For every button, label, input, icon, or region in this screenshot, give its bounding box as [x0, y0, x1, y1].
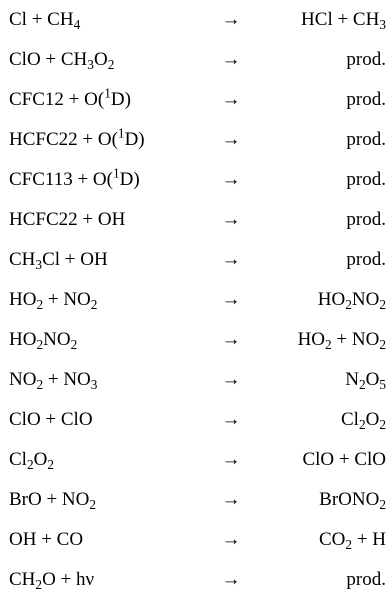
- reaction-arrow: →: [221, 249, 241, 270]
- products: prod.: [346, 89, 386, 110]
- reaction-arrow: →: [221, 569, 241, 590]
- reactants: CFC12 + O(1D): [9, 85, 131, 110]
- reaction-row: HCFC22 + O(1D) → prod.: [0, 120, 390, 160]
- reactants: CH3Cl + OH: [9, 249, 108, 272]
- products: N2O5: [345, 369, 386, 392]
- reactants: Cl + CH4: [9, 9, 81, 32]
- reaction-row: NO2 + NO3 → N2O5: [0, 360, 390, 400]
- products: Cl2O2: [341, 409, 386, 432]
- products: CO2 + H: [319, 529, 386, 552]
- reaction-arrow: →: [221, 449, 241, 470]
- reactants: HO2NO2: [9, 329, 78, 352]
- reaction-arrow: →: [221, 489, 241, 510]
- reaction-row: CH2O + hν → prod.: [0, 560, 390, 600]
- products: prod.: [346, 129, 386, 150]
- reaction-row: Cl2O2 → ClO + ClO: [0, 440, 390, 480]
- products: HO2 + NO2: [297, 329, 386, 352]
- reaction-row: BrO + NO2 → BrONO2: [0, 480, 390, 520]
- reactants: CFC113 + O(1D): [9, 165, 140, 190]
- products: HCl + CH3: [301, 9, 386, 32]
- reaction-arrow: →: [221, 169, 241, 190]
- reaction-arrow: →: [221, 329, 241, 350]
- reactants: Cl2O2: [9, 449, 54, 472]
- products: HO2NO2: [317, 289, 386, 312]
- reactants: ClO + ClO: [9, 409, 93, 430]
- reaction-arrow: →: [221, 529, 241, 550]
- reaction-row: HO2 + NO2 → HO2NO2: [0, 280, 390, 320]
- reaction-arrow: →: [221, 129, 241, 150]
- reactants: OH + CO: [9, 529, 84, 550]
- reaction-arrow: →: [221, 409, 241, 430]
- reaction-arrow: →: [221, 289, 241, 310]
- reaction-row: CH3Cl + OH → prod.: [0, 240, 390, 280]
- reactants: HO2 + NO2: [9, 289, 98, 312]
- reaction-arrow: →: [221, 209, 241, 230]
- products: prod.: [346, 49, 386, 70]
- reactants: NO2 + NO3: [9, 369, 98, 392]
- reactants: HCFC22 + O(1D): [9, 125, 145, 150]
- reaction-arrow: →: [221, 369, 241, 390]
- reaction-arrow: →: [221, 9, 241, 30]
- reaction-row: CFC113 + O(1D) → prod.: [0, 160, 390, 200]
- reaction-row: HCFC22 + OH → prod.: [0, 200, 390, 240]
- reaction-row: OH + CO → CO2 + H: [0, 520, 390, 560]
- products: BrONO2: [319, 489, 386, 512]
- reaction-row: CFC12 + O(1D) → prod.: [0, 80, 390, 120]
- reactants: CH2O + hν: [9, 569, 95, 592]
- products: prod.: [346, 169, 386, 190]
- products: prod.: [346, 249, 386, 270]
- reaction-row: ClO + CH3O2 → prod.: [0, 40, 390, 80]
- reaction-arrow: →: [221, 49, 241, 70]
- reaction-row: HO2NO2 → HO2 + NO2: [0, 320, 390, 360]
- reaction-row: ClO + ClO → Cl2O2: [0, 400, 390, 440]
- reactants: HCFC22 + OH: [9, 209, 126, 230]
- reactants: BrO + NO2: [9, 489, 97, 512]
- products: prod.: [346, 209, 386, 230]
- products: prod.: [346, 569, 386, 590]
- reactants: ClO + CH3O2: [9, 49, 115, 72]
- reaction-arrow: →: [221, 89, 241, 110]
- products: ClO + ClO: [302, 449, 386, 470]
- reaction-row: Cl + CH4 → HCl + CH3: [0, 0, 390, 40]
